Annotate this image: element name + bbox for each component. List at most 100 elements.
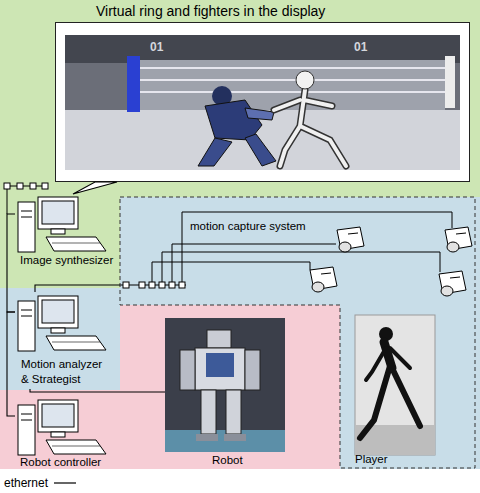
display-photo-part [140,60,445,110]
camera-cables-part [152,262,310,285]
display-photo-part [198,138,232,166]
robot-photo-part [201,390,216,434]
player-photo-part [360,366,420,438]
display-photo-part [212,86,232,106]
display-photo [55,22,470,182]
player-photo-part [379,327,393,341]
display-photo-part [140,91,445,93]
computer-node: Image synthesizer [15,194,110,270]
node-label: Robot [212,453,243,468]
legend-line [54,482,76,483]
robot-photo-part [245,350,260,390]
capture-region: motion capture systemPlayer [120,197,476,469]
dashed-outline-path [120,197,475,468]
display-callout: Virtual ring and fighters in the display [55,22,470,182]
display-photo-part [245,134,276,166]
display-zone-part [0,197,120,288]
robot-zone-part [0,390,120,469]
player-region: Player [350,312,442,468]
camera-cables-part [182,212,452,285]
display-photo-part [205,100,262,140]
score-label: 01 [150,40,163,54]
player-photo-part [384,342,392,368]
display-photo-part [65,35,460,63]
cable-connectors-part [123,282,129,288]
computer-node: Robot controller [15,396,120,472]
robot-photo-part [165,318,285,452]
display-photo-part [65,110,460,170]
node-label: Player [355,452,388,467]
display-photo-part [127,56,140,112]
computer-icon [18,296,106,351]
score-label: 01 [354,40,367,54]
ethernet-hub-part [7,186,8,214]
node-label: Robot controller [20,455,101,470]
robot-zone [0,305,340,469]
legend-item: ethernet [4,476,80,490]
player-photo [355,315,435,455]
robot-photo [165,318,285,452]
dashed-outline [120,197,476,469]
robot-photo-part [180,350,195,390]
legend-line-sample [54,478,80,488]
cable-connectors-part [169,282,175,288]
display-photo-part [245,108,274,120]
cable-connectors [123,282,185,288]
callout-heading: Virtual ring and fighters in the display [96,3,325,21]
ethernet-cable [7,312,15,416]
legend: ethernet [4,476,80,490]
player-photo-part [355,425,435,455]
player-photo-part [366,348,410,380]
robot-photo-part [206,353,234,377]
camera-cables-part [120,285,186,286]
node-label: Motion analyzer & Strategist [21,357,111,387]
legend-text: ethernet [4,476,48,490]
display-photo-part [55,22,470,182]
display-zone-part [0,0,480,197]
display-photo-part [65,35,460,170]
robot-photo-part [207,330,231,348]
display-photo-part [140,67,445,69]
robot-region: Robot [120,305,340,469]
ethernet-cable [35,285,120,292]
ethernet-hub-part [7,186,45,187]
robot-photo-part [196,434,218,441]
robot-photo-part [226,390,241,434]
sensing-zone-part [120,197,480,469]
ethernet-hub-part [17,183,23,189]
camera-cables-part [162,252,440,285]
display-zone [0,0,480,288]
player-photo-part [355,315,435,455]
sensing-zone [0,197,480,469]
sensing-zone-part [0,288,120,390]
cable-connectors-part [139,282,145,288]
ethernet-cable [7,214,15,312]
camera-icon [445,227,472,252]
robot-photo-part [165,430,285,452]
camera-cables-part [120,392,165,393]
ethernet-hub-part [30,183,36,189]
display-photo-part [274,90,346,166]
ethernet-hub [4,183,48,214]
camera-icon [337,227,364,252]
ethernet-cable [30,389,120,392]
node-label: motion capture system [190,219,306,234]
cable-connectors-part [179,282,185,288]
camera-cables-part [172,244,336,285]
robot-zone-part [120,305,340,469]
display-photo-part [140,79,445,81]
cable-connectors-part [159,282,165,288]
callout-pointer [73,182,117,194]
node-label: Image synthesizer [20,253,113,268]
computer-node: Motion analyzer & Strategist [15,292,120,389]
robot-photo-part [195,348,245,390]
computer-icon [18,197,106,252]
computer-icon [18,400,106,455]
ethernet-hub-part [42,183,48,189]
ethernet-hub-part [4,183,10,189]
